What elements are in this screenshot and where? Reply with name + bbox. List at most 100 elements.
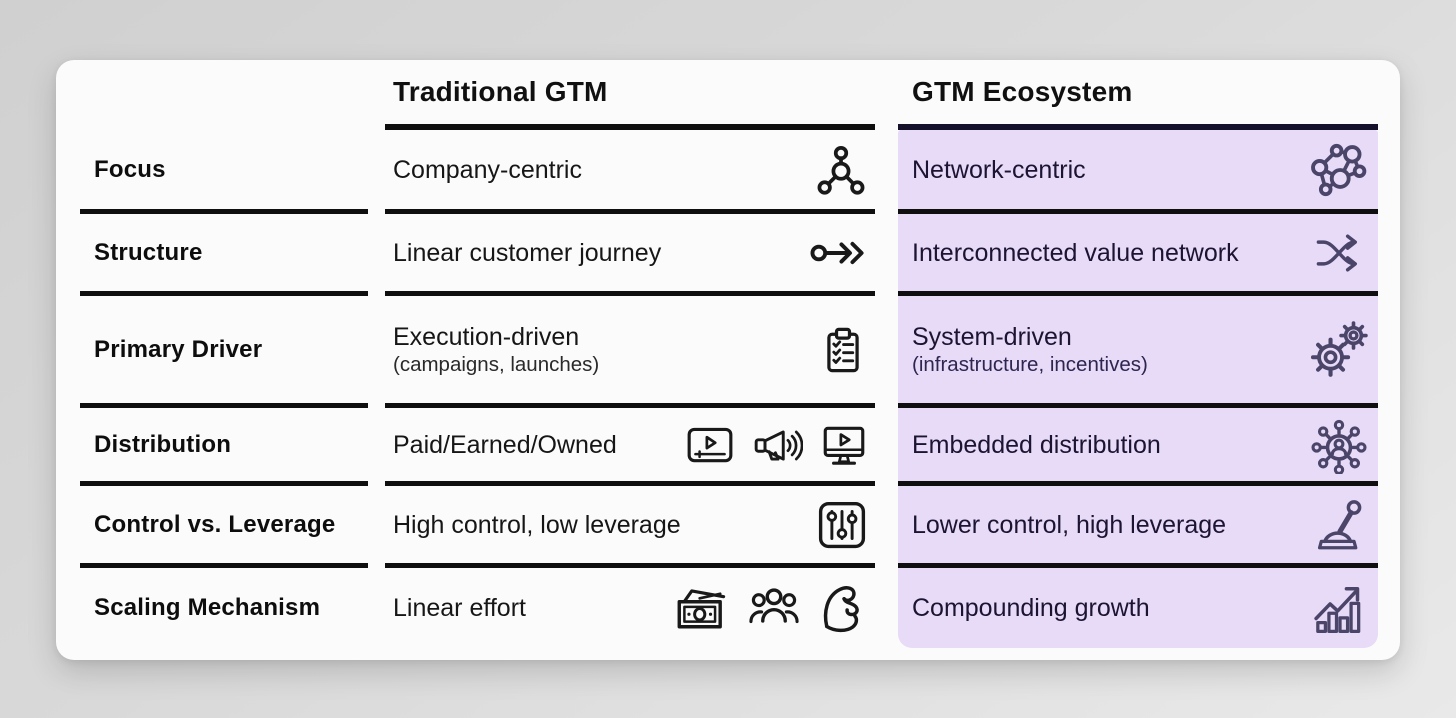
row-label-structure: Structure xyxy=(80,214,368,291)
row-divider xyxy=(385,481,875,486)
traditional-cell: Company-centric xyxy=(385,130,875,209)
row-divider xyxy=(80,209,368,214)
monitor-play-icon xyxy=(819,420,869,470)
traditional-cell: High control, low leverage xyxy=(385,486,875,563)
traditional-cell: Execution-driven(campaigns, launches) xyxy=(385,296,875,403)
clipboard-checklist-icon xyxy=(817,322,869,378)
cell-main-text: Compounding growth xyxy=(912,594,1150,622)
gtm-ecosystem-header: GTM Ecosystem xyxy=(898,60,1378,130)
row-label-text: Scaling Mechanism xyxy=(94,594,321,621)
ecosystem-cell: Interconnected value network xyxy=(898,214,1378,291)
cell-text: Network-centric xyxy=(912,155,1086,185)
ecosystem-cell: Compounding growth xyxy=(898,568,1378,648)
traditional-cell: Linear customer journey xyxy=(385,214,875,291)
row-divider xyxy=(385,563,875,568)
gears-icon xyxy=(1310,320,1368,379)
row-divider xyxy=(80,481,368,486)
ecosystem-cell: System-driven(infrastructure, incentives… xyxy=(898,296,1378,403)
cell-sub-text: (campaigns, launches) xyxy=(393,352,600,376)
cell-text: Compounding growth xyxy=(912,593,1150,623)
cell-main-text: High control, low leverage xyxy=(393,510,681,539)
cell-sub-text: (infrastructure, incentives) xyxy=(912,352,1148,376)
row-divider xyxy=(898,481,1378,486)
lever-icon xyxy=(1312,497,1368,553)
traditional-cell: Linear effort xyxy=(385,568,875,648)
row-divider xyxy=(385,291,875,296)
cell-text: High control, low leverage xyxy=(393,510,681,540)
row-label-text: Distribution xyxy=(94,430,232,458)
cell-main-text: Paid/Earned/Owned xyxy=(393,430,617,459)
cell-text: Embedded distribution xyxy=(912,430,1161,460)
cell-icons xyxy=(815,498,869,552)
cell-text: Linear effort xyxy=(393,593,526,623)
shuffle-icon xyxy=(1310,227,1368,279)
row-label-control-vs-leverage: Control vs. Leverage xyxy=(80,486,368,563)
row-divider xyxy=(898,403,1378,408)
row-divider xyxy=(898,563,1378,568)
row-divider xyxy=(80,563,368,568)
cell-text: Paid/Earned/Owned xyxy=(393,430,617,460)
cell-icons xyxy=(1310,141,1368,199)
traditional-cell: Paid/Earned/Owned xyxy=(385,408,875,481)
muscle-icon xyxy=(817,582,869,634)
cell-main-text: Network-centric xyxy=(912,155,1086,184)
row-divider xyxy=(385,403,875,408)
cell-main-text: System-driven xyxy=(912,322,1072,351)
row-label-scaling-mechanism: Scaling Mechanism xyxy=(80,568,368,648)
cell-text: Lower control, high leverage xyxy=(912,510,1226,540)
cell-icons xyxy=(817,322,869,378)
row-label-distribution: Distribution xyxy=(80,408,368,481)
cell-text: Linear customer journey xyxy=(393,238,661,268)
cell-icons xyxy=(1310,320,1368,379)
cell-text: Interconnected value network xyxy=(912,238,1239,268)
cell-icons xyxy=(1312,497,1368,553)
label-column-header xyxy=(80,60,368,130)
row-label-text: Primary Driver xyxy=(94,335,263,363)
row-label-text: Control vs. Leverage xyxy=(94,510,336,538)
row-divider xyxy=(80,291,368,296)
growth-chart-icon xyxy=(1312,580,1368,636)
cash-icon xyxy=(673,583,731,633)
cell-main-text: Linear customer journey xyxy=(393,238,662,267)
row-label-text: Focus xyxy=(94,155,166,183)
traditional-gtm-header: Traditional GTM xyxy=(385,60,875,130)
cell-text: System-driven(infrastructure, incentives… xyxy=(912,322,1148,378)
video-ad-icon xyxy=(685,420,735,470)
linear-arrow-icon xyxy=(809,231,869,275)
affiliate-network-icon xyxy=(1310,416,1368,474)
cell-main-text: Linear effort xyxy=(393,594,526,622)
mesh-network-icon xyxy=(1310,141,1368,199)
cell-main-text: Interconnected value network xyxy=(912,238,1239,267)
cell-text: Execution-driven(campaigns, launches) xyxy=(393,322,599,378)
ecosystem-cell: Lower control, high leverage xyxy=(898,486,1378,563)
ecosystem-cell: Network-centric xyxy=(898,130,1378,209)
row-divider xyxy=(898,209,1378,214)
cell-icons xyxy=(1312,580,1368,636)
row-divider xyxy=(898,291,1378,296)
cell-text: Company-centric xyxy=(393,155,582,185)
cell-main-text: Execution-driven xyxy=(393,322,580,351)
row-label-text: Structure xyxy=(94,238,203,266)
hub-network-icon xyxy=(813,142,869,198)
ecosystem-cell: Embedded distribution xyxy=(898,408,1378,481)
cell-icons xyxy=(673,582,869,634)
megaphone-icon xyxy=(751,420,803,470)
cell-icons xyxy=(813,142,869,198)
cell-main-text: Company-centric xyxy=(393,155,582,184)
cell-icons xyxy=(809,231,869,275)
row-divider xyxy=(385,209,875,214)
cell-icons xyxy=(1310,416,1368,474)
row-label-focus: Focus xyxy=(80,130,368,209)
row-label-primary-driver: Primary Driver xyxy=(80,296,368,403)
cell-main-text: Lower control, high leverage xyxy=(912,510,1227,539)
people-icon xyxy=(747,584,801,632)
row-divider xyxy=(80,403,368,408)
cell-main-text: Embedded distribution xyxy=(912,430,1161,459)
cell-icons xyxy=(685,420,869,470)
sliders-icon xyxy=(815,498,869,552)
